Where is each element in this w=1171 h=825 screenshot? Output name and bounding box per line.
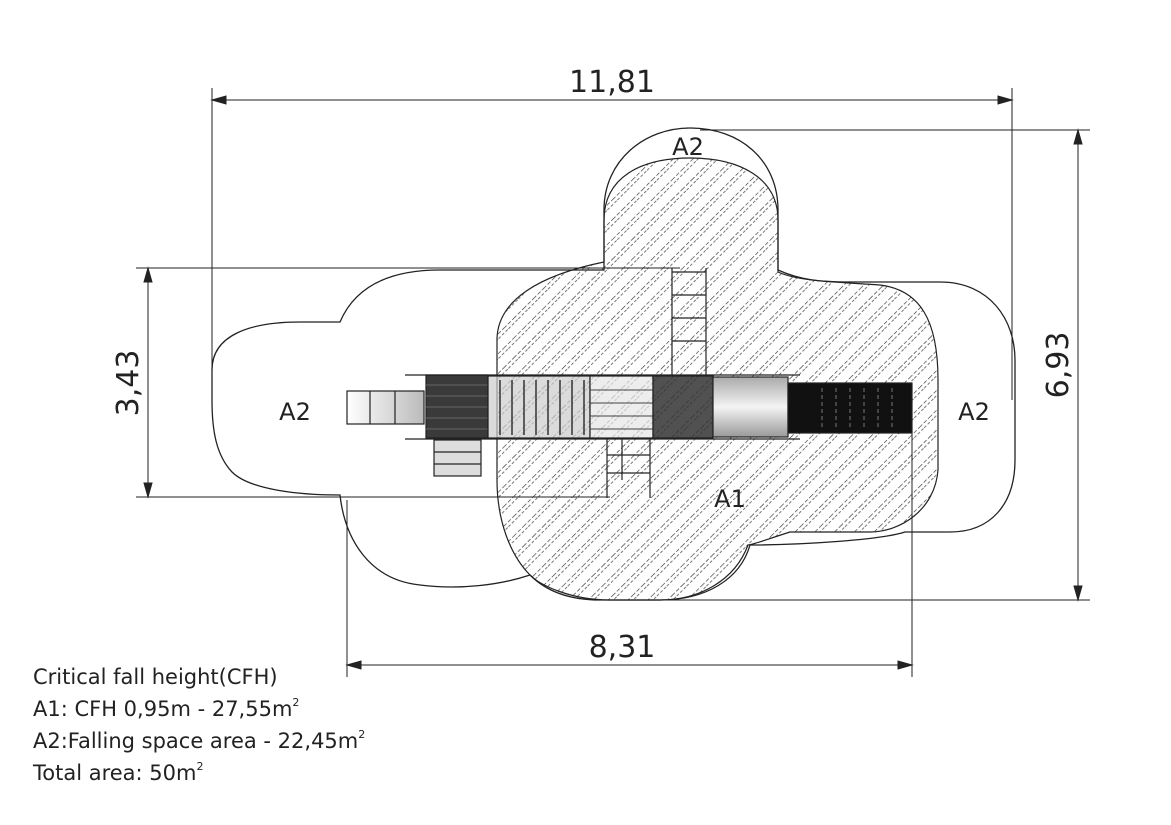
- top-ladder: [671, 268, 707, 375]
- superscript-2: 2: [196, 760, 204, 773]
- dimension-left-height-label: 3,43: [111, 350, 146, 417]
- legend-total: Total area: 50m2: [33, 754, 365, 786]
- playground-structure: [346, 268, 913, 498]
- legend-a1-text: A1: CFH 0,95m - 27,55m: [33, 697, 293, 721]
- legend-a2: A2:Falling space area - 22,45m2: [33, 722, 365, 754]
- dimension-bottom-width-label: 8,31: [589, 630, 656, 665]
- legend-total-text: Total area: 50m: [33, 761, 197, 785]
- tunnel-panel: [712, 376, 789, 438]
- dimension-total-width: [210, 88, 1014, 400]
- area-label-a2-right: A2: [958, 398, 990, 426]
- dimension-total-height: [660, 128, 1090, 602]
- dimension-total-height-label: 6,93: [1041, 332, 1076, 399]
- area-label-a2-left: A2: [279, 398, 311, 426]
- dark-deck-panel-2: [652, 375, 714, 439]
- dimension-bottom-width: [345, 420, 914, 677]
- legend-a1: A1: CFH 0,95m - 27,55m2: [33, 690, 365, 722]
- left-slide: [346, 390, 425, 425]
- superscript-2: 2: [358, 728, 366, 741]
- bottom-ladder: [606, 438, 651, 498]
- legend: Critical fall height(CFH) A1: CFH 0,95m …: [33, 664, 365, 786]
- superscript-2: 2: [292, 696, 300, 709]
- left-stairs: [433, 439, 482, 477]
- legend-title: Critical fall height(CFH): [33, 665, 278, 689]
- area-label-a1: A1: [714, 485, 746, 513]
- striped-panel: [487, 375, 591, 439]
- dimension-total-width-label: 11,81: [569, 65, 655, 100]
- legend-a2-text: A2:Falling space area - 22,45m: [33, 729, 359, 753]
- light-deck-panel: [589, 375, 654, 439]
- area-label-a2-top: A2: [672, 133, 704, 161]
- dimension-left-height: [136, 266, 680, 499]
